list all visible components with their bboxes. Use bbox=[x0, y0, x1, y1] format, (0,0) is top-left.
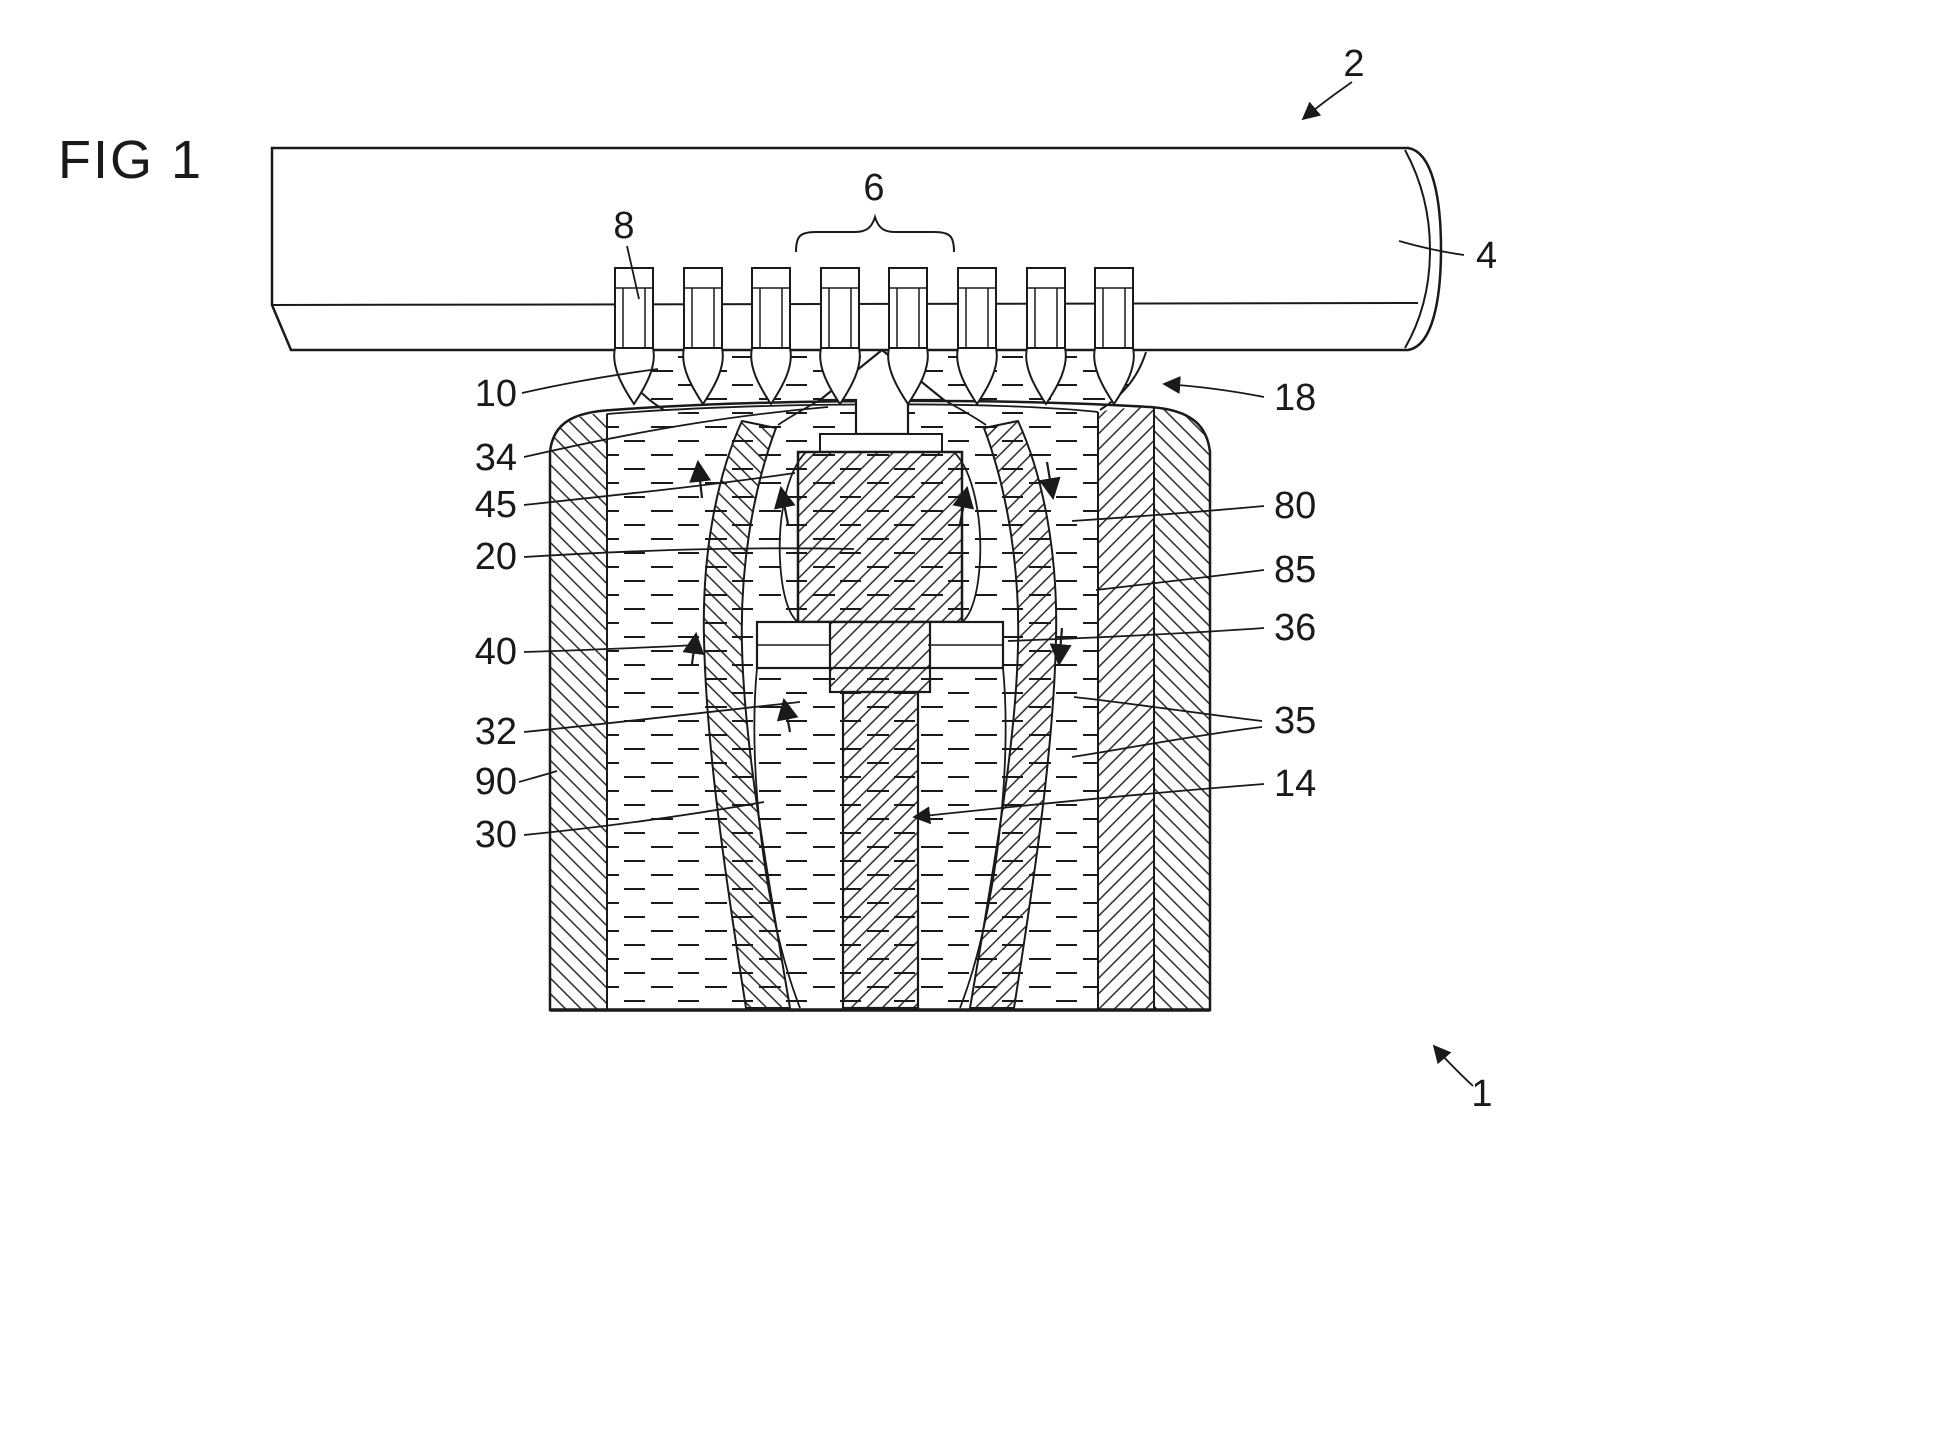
flow-arrows bbox=[682, 459, 1072, 733]
ref-label-85: 85 bbox=[1274, 549, 1316, 591]
leader-40 bbox=[523, 644, 697, 653]
ref-label-2: 2 bbox=[1343, 43, 1364, 85]
flow-arrow-up bbox=[952, 485, 975, 525]
core-block bbox=[796, 450, 964, 624]
leader-35a bbox=[1073, 696, 1263, 722]
reference-labels: FIG 1 2 4 6 8 10 34 45 20 40 32 90 30 18… bbox=[58, 43, 1497, 1115]
leader-30 bbox=[523, 801, 765, 836]
leader-lines bbox=[518, 81, 1474, 1087]
left-outer-wall bbox=[550, 413, 607, 1010]
core-assembly bbox=[755, 348, 1005, 1010]
leader-20 bbox=[523, 547, 855, 558]
ref-label-8: 8 bbox=[613, 205, 634, 247]
figure-title: FIG 1 bbox=[58, 130, 203, 190]
ref-label-80: 80 bbox=[1274, 485, 1316, 527]
ref-label-30: 30 bbox=[475, 814, 517, 856]
leader-32 bbox=[523, 701, 801, 733]
flow-arrow-down bbox=[1038, 461, 1061, 501]
ref-label-4: 4 bbox=[1476, 235, 1497, 277]
ref-label-6: 6 bbox=[863, 167, 884, 209]
ref-label-20: 20 bbox=[475, 536, 517, 578]
leader-36 bbox=[1007, 627, 1265, 642]
flow-arrow-up bbox=[682, 631, 705, 665]
leader-10 bbox=[521, 368, 659, 394]
flange-core-insert bbox=[828, 620, 932, 694]
leader-1 bbox=[1432, 1044, 1474, 1087]
ref-label-36: 36 bbox=[1274, 607, 1316, 649]
right-inner-wall bbox=[1098, 407, 1154, 1010]
right-guide-band bbox=[968, 419, 1058, 1009]
bar-rounded-end bbox=[1404, 149, 1432, 349]
leader-35b bbox=[1071, 726, 1263, 758]
leader-8 bbox=[626, 245, 640, 300]
brace-6 bbox=[795, 213, 955, 253]
nozzle-row bbox=[613, 213, 1135, 405]
left-guide-band bbox=[702, 419, 792, 1009]
leader-80 bbox=[1071, 505, 1265, 522]
flow-arrow-down bbox=[1049, 627, 1072, 667]
leader-18 bbox=[1162, 376, 1265, 398]
flow-arrow-up bbox=[689, 459, 712, 499]
leader-14 bbox=[912, 783, 1265, 825]
core-collar bbox=[819, 433, 943, 453]
leader-34 bbox=[523, 406, 829, 458]
leader-2 bbox=[1301, 81, 1353, 121]
ref-label-10: 10 bbox=[475, 373, 517, 415]
ref-label-40: 40 bbox=[475, 631, 517, 673]
leader-85 bbox=[1095, 569, 1265, 591]
ref-label-35: 35 bbox=[1274, 700, 1316, 742]
leader-4 bbox=[1398, 240, 1465, 256]
ref-label-90: 90 bbox=[475, 761, 517, 803]
ref-label-34: 34 bbox=[475, 437, 517, 479]
ref-label-32: 32 bbox=[475, 711, 517, 753]
flow-arrow-up bbox=[773, 485, 796, 525]
right-outer-wall bbox=[1154, 407, 1210, 1010]
center-stem bbox=[841, 690, 920, 1010]
leader-90 bbox=[518, 770, 558, 783]
ref-label-18: 18 bbox=[1274, 377, 1316, 419]
flow-arrow-up bbox=[776, 697, 799, 733]
leader-45 bbox=[523, 472, 796, 506]
ref-label-1: 1 bbox=[1471, 1073, 1492, 1115]
ref-label-45: 45 bbox=[475, 484, 517, 526]
ref-label-14: 14 bbox=[1274, 763, 1316, 805]
